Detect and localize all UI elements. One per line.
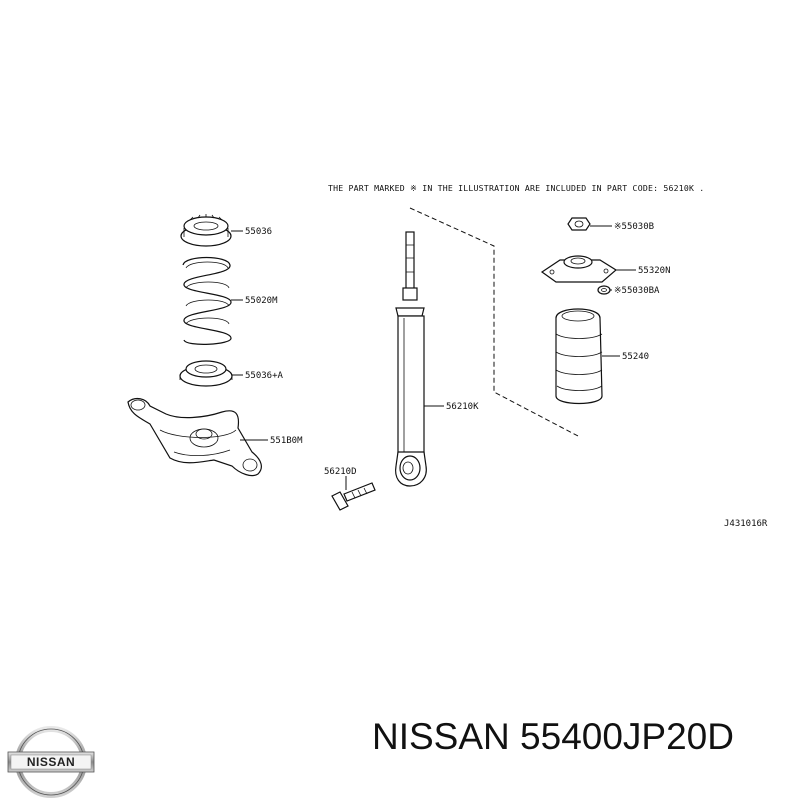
label-55320n: 55320N [638,266,671,276]
diagram-note: THE PART MARKED ※ IN THE ILLUSTRATION AR… [328,183,704,193]
strut-mount [540,255,618,283]
logo-wordmark: NISSAN [27,755,75,769]
coil-spring [182,256,232,345]
label-55240: 55240 [622,352,649,362]
washer [597,285,611,295]
lower-spring-seat [179,360,233,387]
label-55030b: ※55030B [614,222,654,232]
mounting-bolt [331,482,376,511]
label-55020m: 55020M [245,296,278,306]
included-parts-bracket [409,207,579,437]
part-number-caption: NISSAN 55400JP20D [372,716,734,757]
label-55036a: 55036+A [245,371,284,381]
label-56210k: 56210K [446,402,479,412]
top-nut [567,217,591,231]
dust-boot [555,308,603,405]
upper-spring-seat [180,214,232,247]
label-56210d: 56210D [324,467,357,477]
nissan-logo: NISSAN [7,726,95,798]
lower-control-arm [127,397,262,477]
label-55030ba: ※55030BA [614,286,660,296]
label-551b0m: 551B0M [270,436,303,446]
shock-absorber [395,231,427,487]
label-55036: 55036 [245,227,272,237]
diagram-ref-code: J431016R [724,519,768,529]
